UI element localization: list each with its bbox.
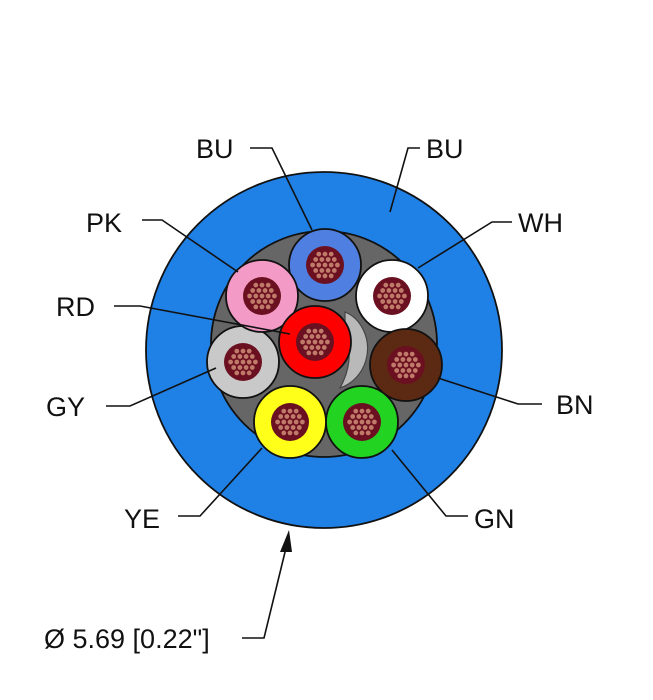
label-bu-jacket: BU [426, 134, 464, 164]
conductors-group [206, 228, 443, 459]
label-bu-inner: BU [196, 134, 234, 164]
conductor-ye [253, 385, 327, 459]
strands-wh [376, 282, 408, 310]
leader-bu-jacket [389, 147, 420, 213]
conductor-bn [369, 328, 443, 402]
conductor-bu [288, 228, 362, 302]
label-ye: YE [124, 504, 160, 534]
strands-bn [390, 351, 422, 379]
dimension-label: Ø 5.69 [0.22"] [44, 624, 210, 654]
label-bn: BN [556, 390, 594, 420]
leader-bn [437, 377, 542, 405]
leader-wh [417, 221, 512, 269]
conductor-rd [278, 305, 352, 379]
label-wh: WH [518, 208, 563, 238]
label-gn: GN [474, 504, 515, 534]
label-gy: GY [46, 392, 85, 422]
conductor-wh [355, 259, 429, 333]
strands-pk [246, 282, 278, 310]
leader-rd [114, 305, 291, 335]
strands-gy [227, 348, 259, 376]
strands-ye [274, 408, 306, 436]
strands-gn [346, 408, 378, 436]
conductor-pk [225, 259, 299, 333]
label-pk: PK [86, 208, 122, 238]
strands-bu [309, 251, 341, 279]
leader-ye [178, 447, 263, 517]
color-labels: BU BU WH PK RD GY BN YE GN Ø 5.69 [0.22"… [44, 134, 594, 654]
conductor-gy [206, 325, 280, 399]
leader-lines [106, 147, 542, 639]
leader-gy [106, 367, 217, 407]
leader-dimension [242, 547, 287, 639]
dimension-arrowhead [280, 530, 292, 552]
leader-pk [142, 219, 239, 273]
label-rd: RD [56, 292, 95, 322]
strands-rd [299, 328, 331, 356]
leader-bu-inner [250, 147, 313, 231]
leader-gn [391, 449, 468, 517]
conductor-gn [325, 385, 399, 459]
